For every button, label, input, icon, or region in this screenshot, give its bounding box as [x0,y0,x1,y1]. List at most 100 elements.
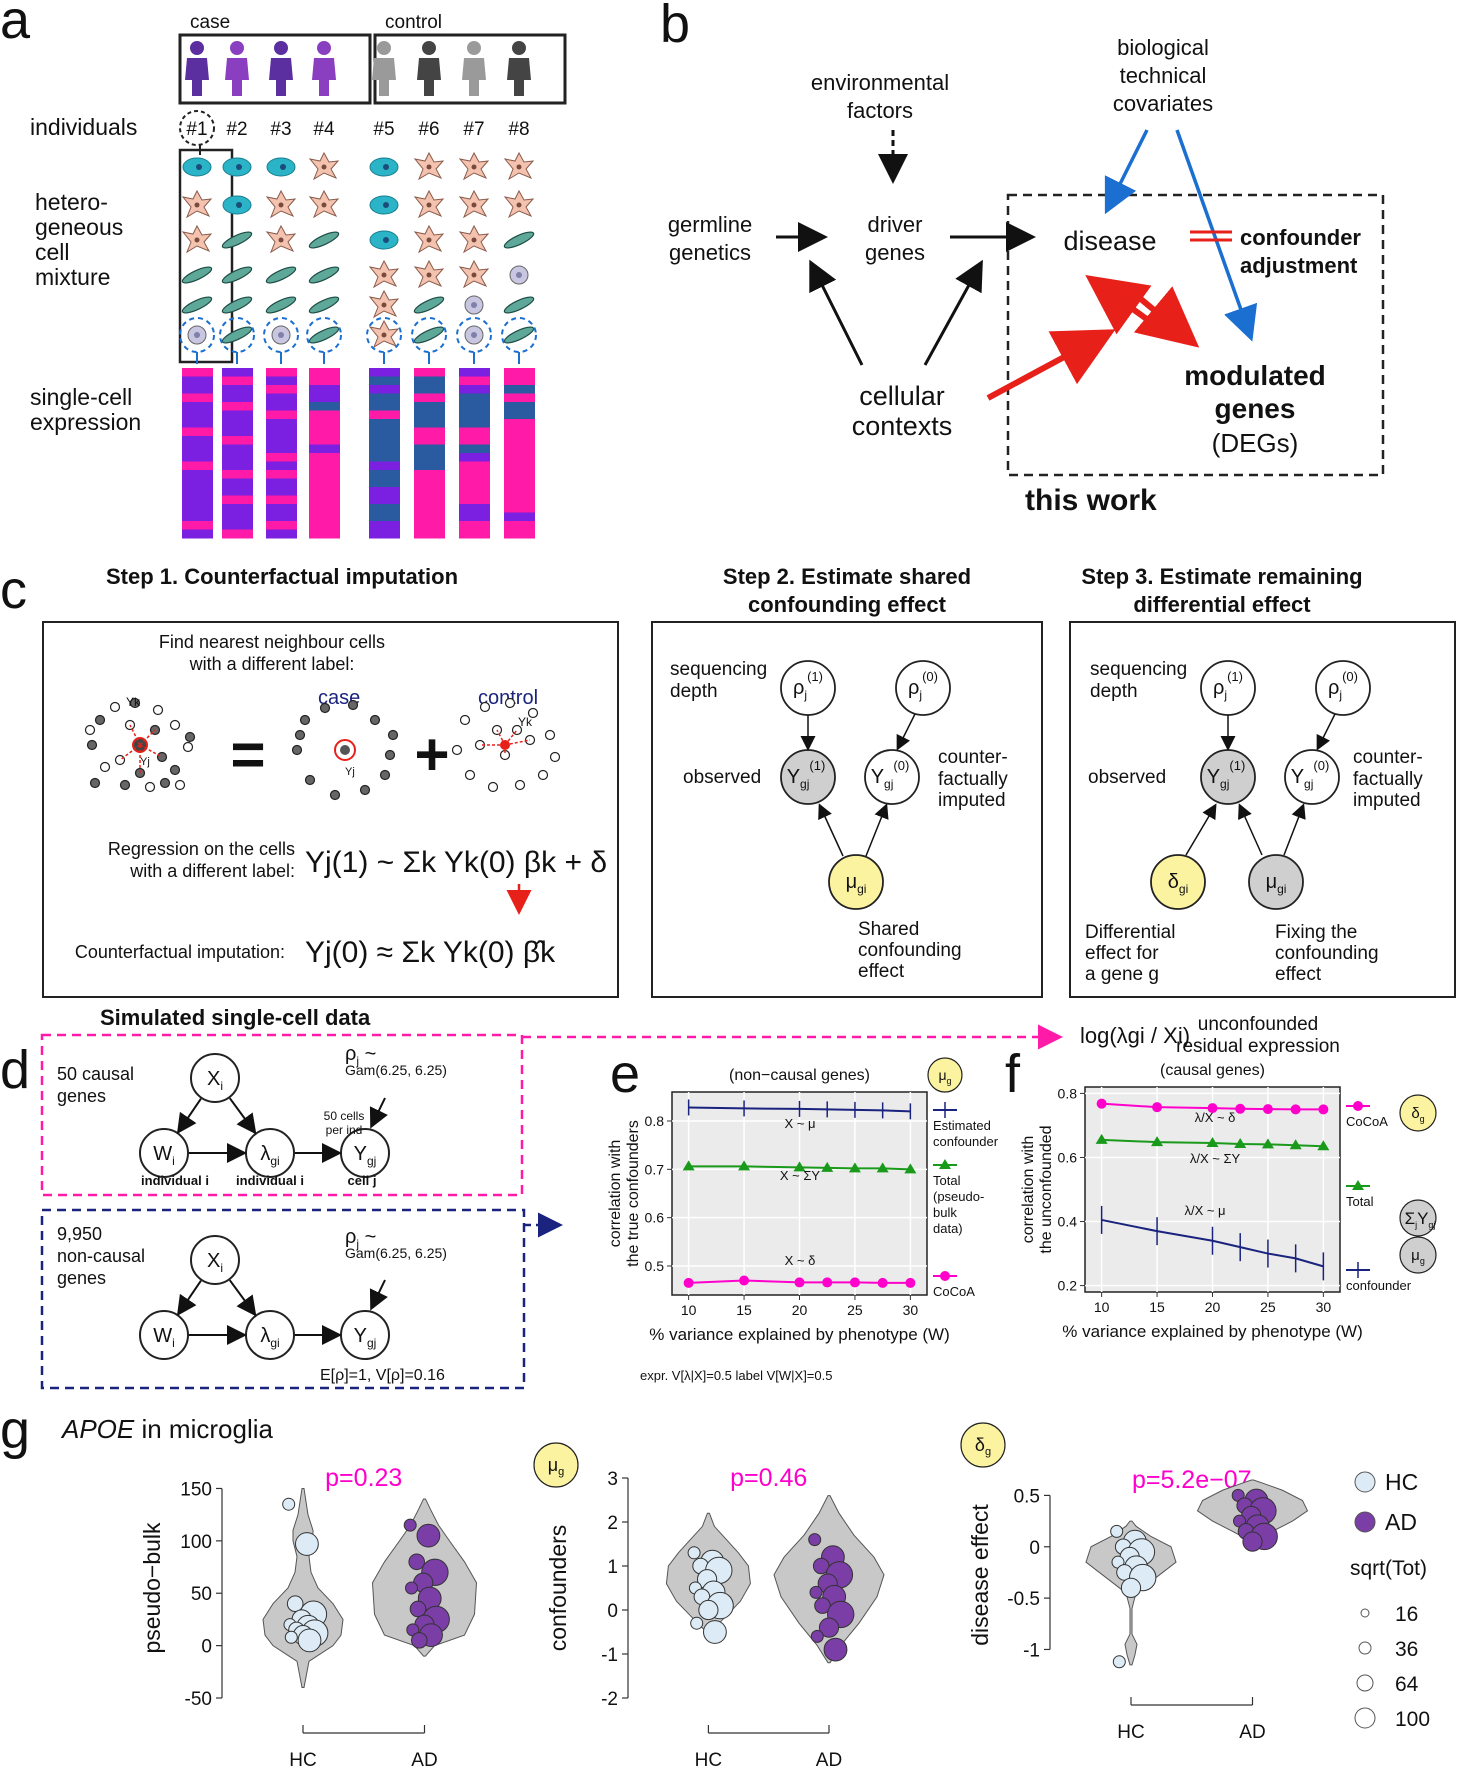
svg-text:Wi: Wi [153,1143,175,1168]
svg-text:64: 64 [1395,1673,1419,1696]
y-tick-label: 0 [607,1601,618,1622]
individual-id: #6 [418,119,439,140]
y-tick-label: 0.7 [645,1161,665,1177]
data-point [905,1277,916,1288]
svg-text:factually: factually [1353,769,1423,790]
y-tick-label: 100 [180,1532,212,1553]
x-axis-label: % variance explained by phenotype (W) [649,1325,950,1344]
degs-label: (DEGs) [1212,428,1299,458]
g-title: APOE in microglia [60,1414,273,1444]
noncausal-line-1: 9,950 [57,1224,102,1244]
data-point [411,1632,428,1649]
data-point [823,1637,848,1662]
panel-label-a: a [0,0,31,50]
step3-box [1069,621,1456,998]
svg-text:counter-: counter- [1353,747,1423,768]
percell-2: per ind [326,1123,363,1137]
svg-text:sequencing: sequencing [1090,659,1187,680]
log-sub-2: residual expression [1176,1036,1340,1057]
chart-g-disease-effect: -1-0.500.5HCADlabeldisease effectp=5.2e−… [967,1466,1309,1743]
y-axis-label: correlation with [1020,1136,1037,1244]
svg-text:factually: factually [938,769,1008,790]
y-tick-label: -50 [185,1689,212,1710]
svg-text:imputed: imputed [938,790,1006,811]
expr-line-2: expression [30,409,141,435]
data-point [1235,1103,1246,1114]
step2-box [651,621,1043,998]
reg-line-2: with a different label: [129,861,295,881]
series-annotation: X ~ μ [785,1116,816,1131]
individual-id: #4 [313,119,335,140]
g-legend: HC AD sqrt(Tot) 16 36 64 100 [1350,1469,1430,1731]
data-point [703,1620,727,1644]
y-tick-label: 1 [607,1557,618,1578]
x-tick-label: HC [695,1750,722,1771]
y-axis-label: pseudo−bulk [139,1522,165,1654]
step2-graph: sequencing depth ρj(1) ρj(0) observed Yg… [670,659,1008,982]
y-axis-label-2: the unconfounded [1038,1125,1055,1253]
violin [262,1487,344,1689]
data-point [876,1162,889,1173]
x-tick-label: 10 [1094,1299,1110,1315]
mod-line-2: genes [1215,393,1296,424]
legend-label: (pseudo- [933,1189,984,1204]
noncausal-box [40,1208,526,1390]
y-tick-label: 0.2 [1058,1278,1078,1294]
svg-text:Yk: Yk [518,715,533,729]
y-axis-label-2: the true confounders [625,1120,642,1267]
legend-size-title: sqrt(Tot) [1350,1557,1427,1580]
panel-label-e: e [610,1044,640,1104]
data-point [818,1617,840,1638]
gam-label-1: Gam(6.25, 6.25) [345,1062,447,1078]
step3-title-2: differential effect [1133,592,1311,617]
seq-label-2: depth [670,681,718,702]
this-work-label: this work [1025,484,1157,517]
legend-label: Total [1346,1194,1374,1209]
data-point [822,1277,833,1288]
bio-line-3: covariates [1113,91,1213,116]
data-point [1318,1104,1329,1115]
data-point [1261,1138,1274,1149]
germ-line-1: germline [668,212,752,237]
cell-line-1: cellular [859,381,945,411]
data-point [687,1546,701,1560]
svg-text:depth: depth [1090,681,1138,702]
x-tick-label: AD [411,1750,437,1771]
cell-label: cell j [348,1173,377,1188]
case-label: case [190,12,230,33]
rho-1: ρj ~ [345,1043,376,1068]
legend-label: data) [933,1221,963,1236]
y-tick-label: -1 [1023,1640,1040,1661]
svg-text:Xi: Xi [207,1068,223,1093]
person-icon [269,41,293,96]
expression-heatmap [182,368,535,539]
step2-title-1: Step 2. Estimate shared [723,564,971,589]
person-icon [417,41,441,96]
this-work-box [1006,193,1385,477]
step1-box [42,621,619,998]
conf-line-1: confounder [1240,225,1361,250]
x-tick-label: 25 [847,1302,863,1318]
reg-line-1: Regression on the cells [108,839,295,859]
svg-text:Yj: Yj [140,756,150,768]
data-point [297,1628,322,1653]
chart-g-confounders: -2-10123HCADlabelconfoundersp=0.46 [545,1464,885,1771]
legend-label: Estimated [933,1118,991,1133]
y-tick-label: 150 [180,1479,212,1500]
data-point [409,1600,427,1618]
panel-b-arrows [776,129,1258,401]
data-point [1234,1138,1247,1149]
data-point [403,1518,417,1532]
individual-id: #8 [508,119,529,140]
panel-label-c: c [0,560,27,620]
env-line-2: factors [847,98,913,123]
find-line-2: with a different label: [189,654,355,674]
data-point [810,1629,824,1643]
svg-text:effect: effect [1275,964,1322,985]
disease-node: disease [1063,226,1156,256]
x-tick-label: 30 [903,1302,919,1318]
person-icon [312,41,336,96]
data-point [849,1277,860,1288]
